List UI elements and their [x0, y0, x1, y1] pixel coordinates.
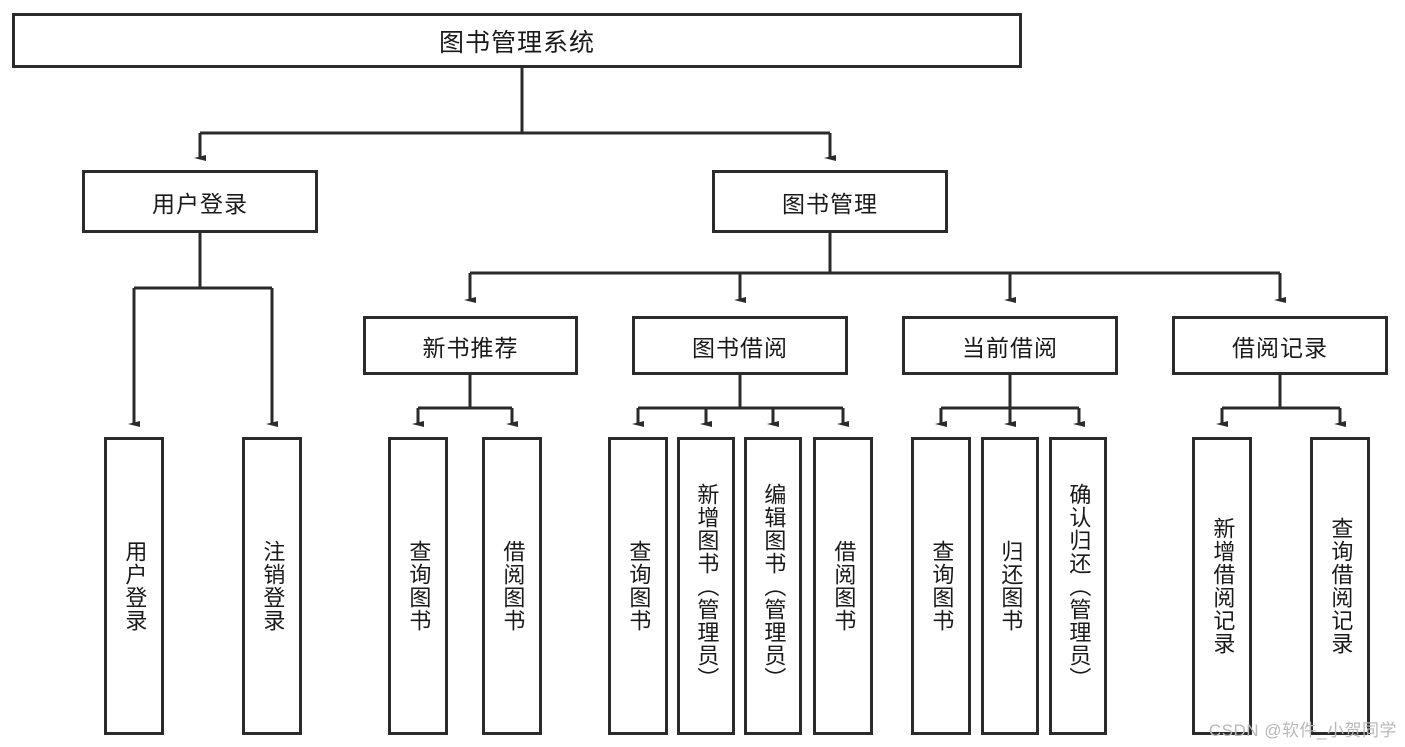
node-book-management[interactable]: 图书管理 — [712, 170, 948, 233]
leaf-current-confirm-return-admin[interactable]: 确认归还（管理员） — [1049, 437, 1107, 735]
leaf-current-return-book[interactable]: 归还图书 — [981, 437, 1039, 735]
node-current-borrow[interactable]: 当前借阅 — [902, 316, 1118, 375]
node-borrow-record[interactable]: 借阅记录 — [1172, 316, 1388, 375]
leaf-logout[interactable]: 注销登录 — [242, 437, 302, 735]
leaf-record-query-borrow-record[interactable]: 查询借阅记录 — [1310, 437, 1370, 735]
leaf-current-query-book[interactable]: 查询图书 — [911, 437, 971, 735]
leaf-recommend-query-book[interactable]: 查询图书 — [388, 437, 448, 735]
node-user-login[interactable]: 用户登录 — [82, 170, 318, 233]
leaf-recommend-borrow-book[interactable]: 借阅图书 — [482, 437, 542, 735]
node-book-borrow[interactable]: 图书借阅 — [632, 316, 848, 375]
leaf-borrow-add-book-admin[interactable]: 新增图书（管理员） — [677, 437, 735, 735]
leaf-borrow-edit-book-admin[interactable]: 编辑图书（管理员） — [744, 437, 802, 735]
leaf-record-add-borrow-record[interactable]: 新增借阅记录 — [1192, 437, 1252, 735]
leaf-user-login[interactable]: 用户登录 — [104, 437, 164, 735]
node-new-book-recommend[interactable]: 新书推荐 — [363, 316, 578, 375]
leaf-borrow-query-book[interactable]: 查询图书 — [608, 437, 668, 735]
leaf-borrow-borrow-book[interactable]: 借阅图书 — [813, 437, 873, 735]
node-root-book-management-system[interactable]: 图书管理系统 — [12, 13, 1022, 68]
